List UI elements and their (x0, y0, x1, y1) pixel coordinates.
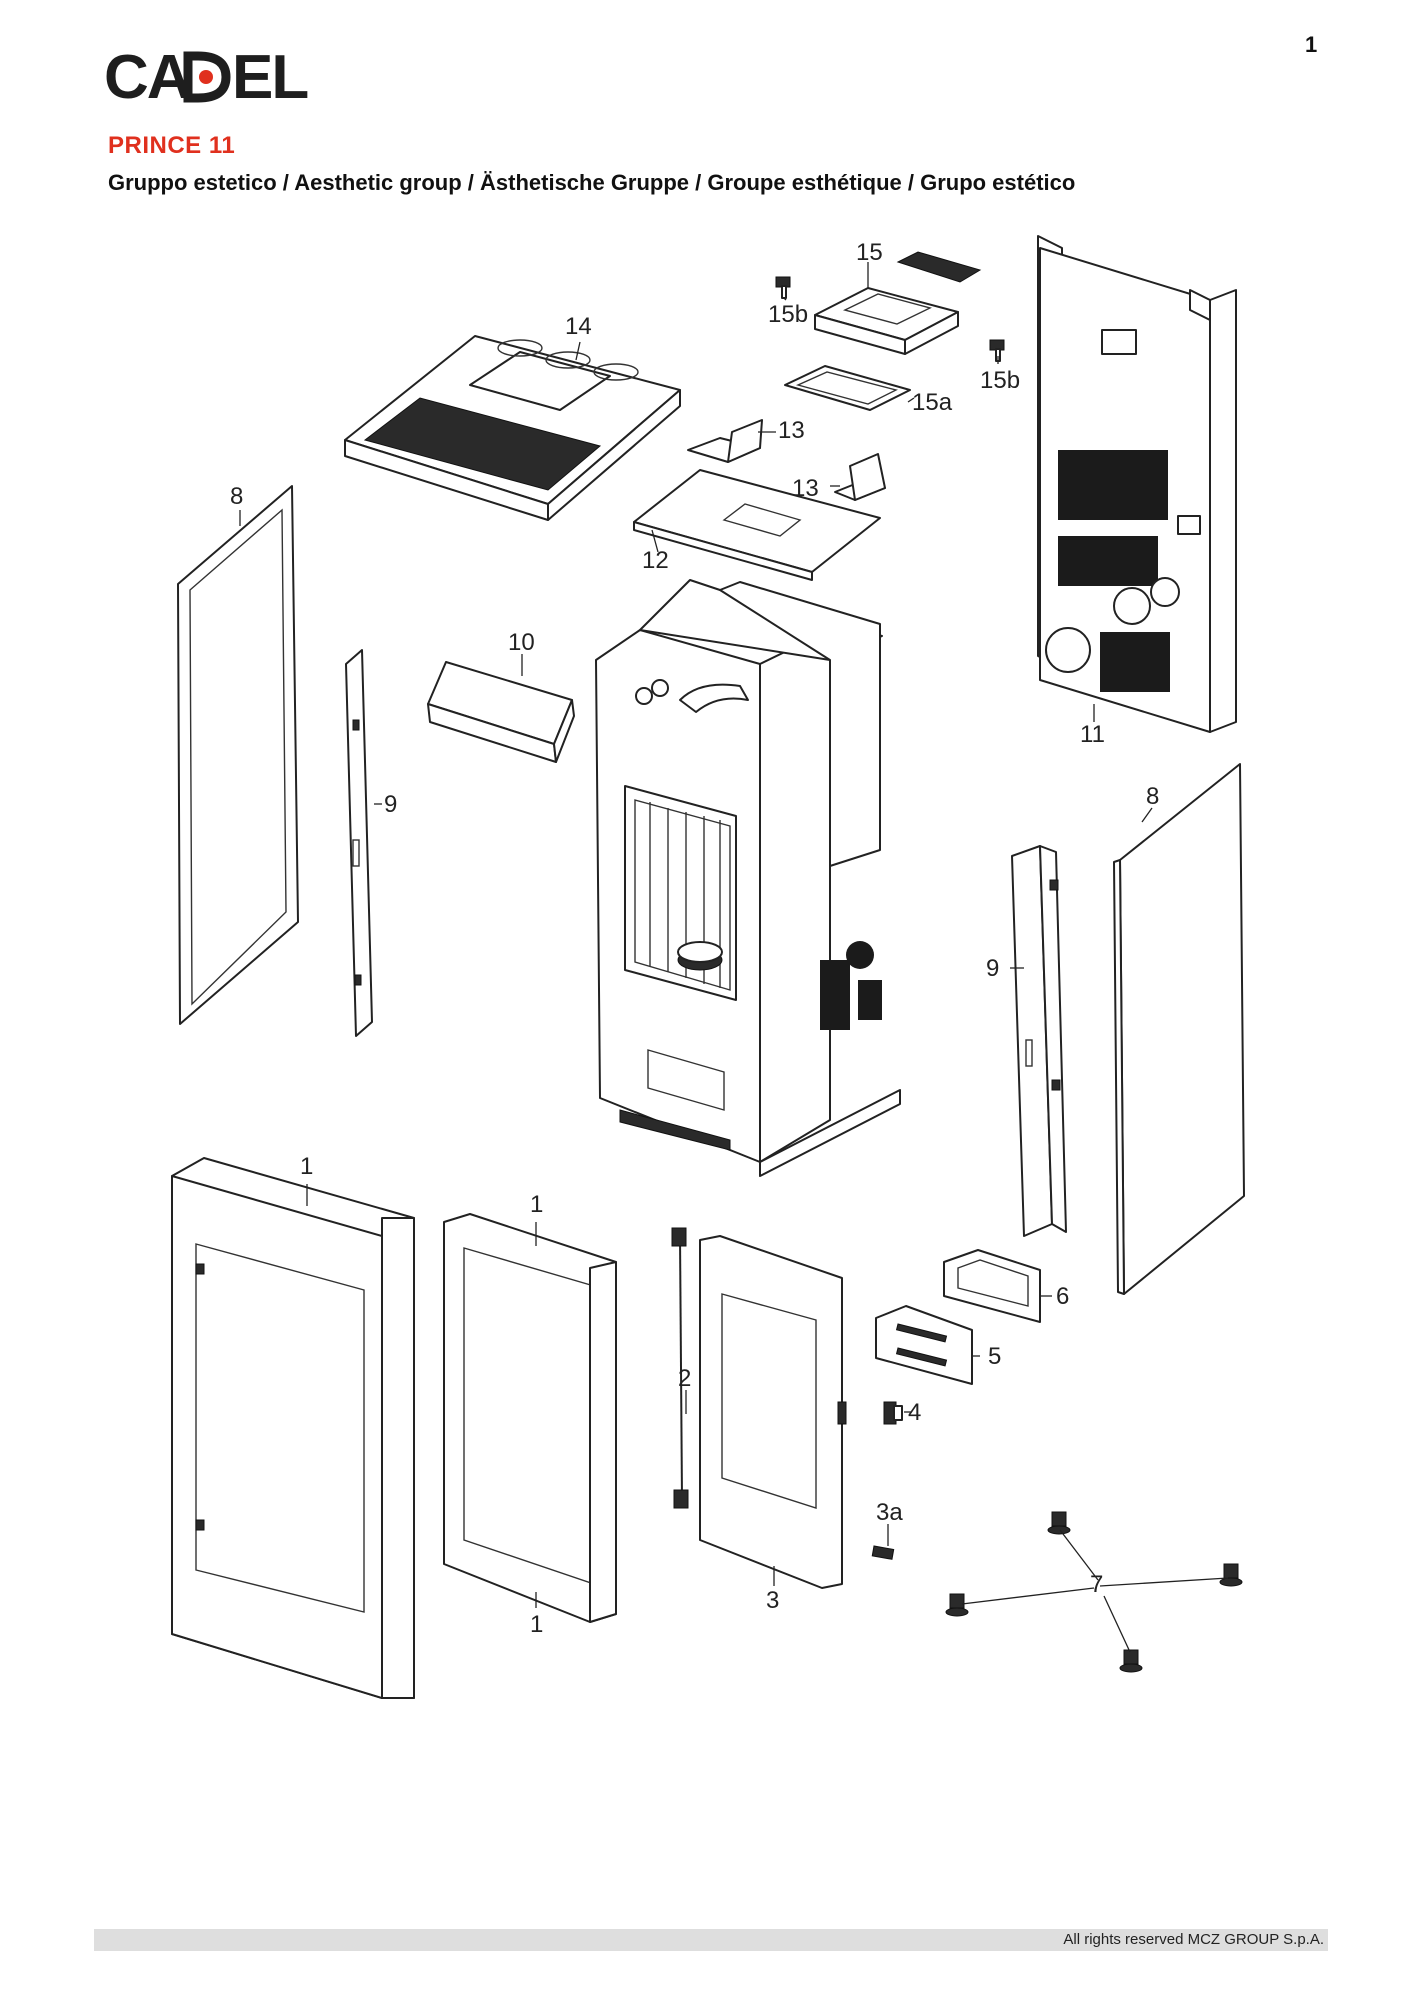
callout-15b-right: 15b (980, 367, 1020, 394)
part-14-top-cover (344, 335, 681, 521)
callout-13-b: 13 (792, 475, 819, 502)
callout-1-top-left: 1 (300, 1153, 313, 1180)
callout-9-left: 9 (384, 791, 397, 818)
part-8-left-side-panel (177, 485, 299, 1025)
callout-5: 5 (988, 1343, 1001, 1370)
footer-bar (94, 1929, 1328, 1951)
part-2-hinge-rod (671, 1227, 689, 1509)
leader-lines (239, 262, 1229, 1653)
part-15a-gasket (784, 365, 911, 411)
callout-3a: 3a (876, 1499, 903, 1526)
part-15b-clip-left (775, 276, 791, 299)
part-6-plate (943, 1249, 1041, 1323)
callout-4: 4 (908, 1399, 921, 1426)
part-11-rear-panel (1037, 235, 1237, 733)
part-9-right-strip (1011, 845, 1067, 1237)
part-8-right-side-panel (1113, 763, 1245, 1295)
callout-3: 3 (766, 1587, 779, 1614)
part-5-plate (875, 1305, 973, 1385)
model-title: PRINCE 11 (108, 132, 236, 159)
callout-10: 10 (508, 629, 535, 656)
callout-1-bottom: 1 (530, 1611, 543, 1638)
callout-11: 11 (1080, 721, 1105, 748)
callout-7: 7 (1090, 1571, 1103, 1598)
callout-15b-left: 15b (768, 301, 808, 328)
part-12-inner-plate (633, 469, 881, 581)
part-7-feet (945, 1511, 1243, 1673)
callout-15a: 15a (912, 389, 953, 416)
callout-2: 2 (678, 1365, 691, 1392)
callouts: 14 15 15b 15b 15a 13 13 12 8 10 11 9 8 9… (230, 239, 1159, 1638)
stove-body (595, 579, 901, 1177)
svg-text:EL: EL (232, 46, 307, 108)
part-13-bracket-a (687, 419, 763, 463)
callout-9-right: 9 (986, 955, 999, 982)
callout-14: 14 (565, 313, 592, 340)
callout-8-right: 8 (1146, 783, 1159, 810)
part-13-bracket-b (834, 453, 886, 501)
callout-1-top-mid: 1 (530, 1191, 543, 1218)
part-15-control-panel (814, 251, 982, 355)
callout-6: 6 (1056, 1283, 1069, 1310)
part-10-deflector (427, 661, 575, 763)
cadel-logo: CA EL (104, 46, 309, 108)
footer-copyright: All rights reserved MCZ GROUP S.p.A. (1063, 1931, 1324, 1948)
part-9-left-strip (345, 649, 373, 1037)
part-1-front-frame-inner (443, 1213, 617, 1623)
part-15b-clip-right (989, 339, 1005, 362)
part-3a-pin (871, 1545, 895, 1560)
part-3-door (699, 1235, 847, 1589)
callout-8-left: 8 (230, 483, 243, 510)
callout-13-a: 13 (778, 417, 805, 444)
group-subtitle: Gruppo estetico / Aesthetic group / Ästh… (108, 170, 1076, 195)
part-4-hinge (883, 1401, 903, 1425)
callout-12: 12 (642, 547, 669, 574)
page-number: 1 (1305, 32, 1318, 57)
callout-15: 15 (856, 239, 883, 266)
part-1-front-frame-large (171, 1157, 415, 1699)
svg-text:CA: CA (104, 46, 191, 108)
